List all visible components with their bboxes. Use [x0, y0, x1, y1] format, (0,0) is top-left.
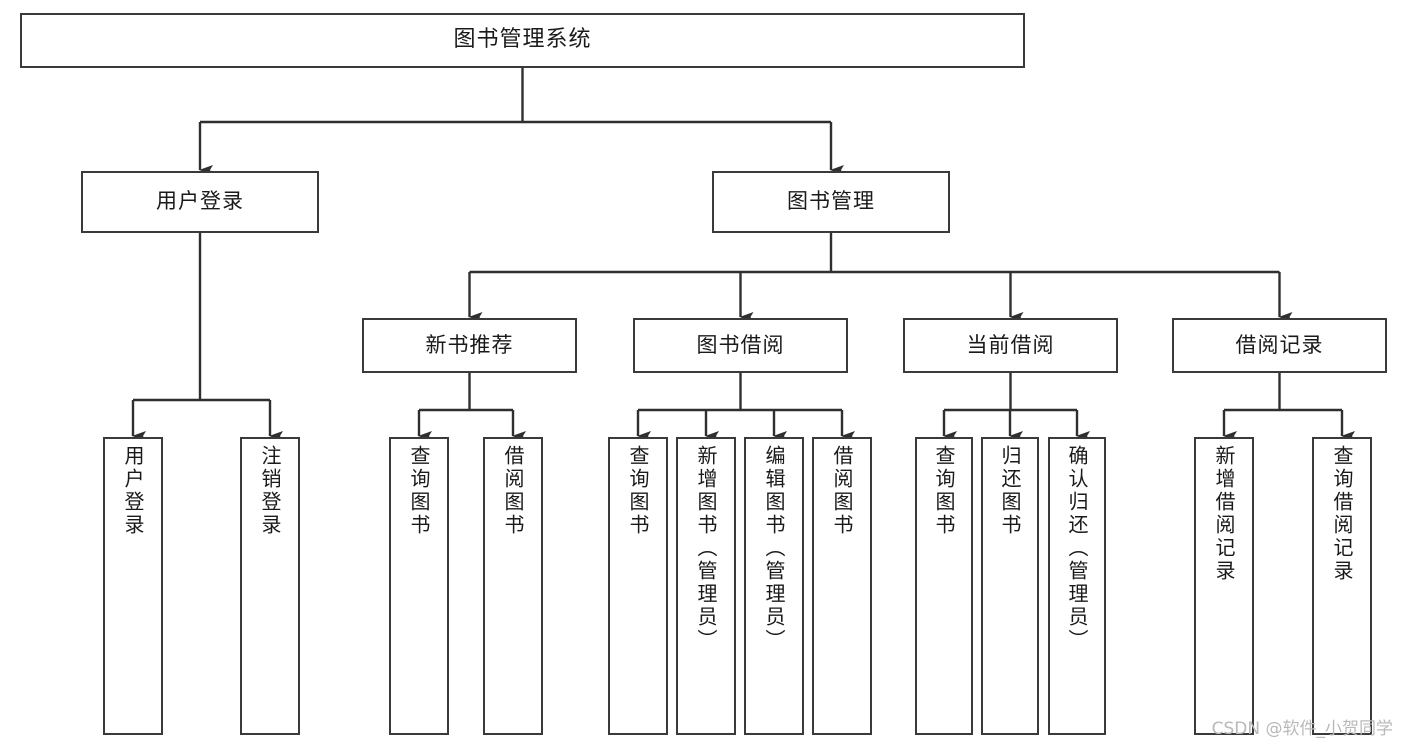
node-label: 新增借阅记录: [1212, 445, 1236, 583]
node-leaf-borrow-book[interactable]: 借阅图书: [812, 437, 872, 735]
node-leaf-edit-book-admin[interactable]: 编辑图书（管理员）: [744, 437, 804, 735]
node-leaf-borrow-book-new[interactable]: 借阅图书: [483, 437, 543, 735]
node-label: 借阅图书: [830, 445, 854, 537]
node-label: 查询图书: [626, 445, 650, 537]
node-borrow-record[interactable]: 借阅记录: [1172, 318, 1387, 373]
node-root[interactable]: 图书管理系统: [20, 13, 1025, 68]
node-label: 图书借阅: [696, 332, 785, 357]
node-book-management[interactable]: 图书管理: [712, 171, 950, 233]
node-leaf-add-book-admin[interactable]: 新增图书（管理员）: [676, 437, 736, 735]
node-leaf-user-login[interactable]: 用户登录: [103, 437, 163, 735]
node-label: 新书推荐: [425, 332, 514, 357]
node-label: 借阅图书: [501, 445, 525, 537]
node-label: 编辑图书（管理员）: [762, 445, 786, 652]
node-label: 图书管理: [787, 189, 875, 214]
node-label: 用户登录: [156, 189, 244, 214]
node-label: 当前借阅: [966, 332, 1055, 357]
node-leaf-query-book-current[interactable]: 查询图书: [915, 437, 973, 735]
node-label: 图书管理系统: [453, 27, 592, 53]
node-label: 借阅记录: [1235, 332, 1324, 357]
node-user-login[interactable]: 用户登录: [81, 171, 319, 233]
node-leaf-query-book-new[interactable]: 查询图书: [389, 437, 449, 735]
node-leaf-return-book[interactable]: 归还图书: [981, 437, 1039, 735]
node-label: 新增图书（管理员）: [694, 445, 718, 652]
node-leaf-logout-login[interactable]: 注销登录: [240, 437, 300, 735]
node-current-borrow[interactable]: 当前借阅: [903, 318, 1118, 373]
node-label: 查询图书: [932, 445, 956, 537]
node-new-book-recommend[interactable]: 新书推荐: [362, 318, 577, 373]
node-label: 注销登录: [258, 445, 282, 537]
node-label: 用户登录: [121, 445, 145, 537]
node-label: 查询借阅记录: [1330, 445, 1354, 583]
node-leaf-query-book-borrow[interactable]: 查询图书: [608, 437, 668, 735]
node-leaf-confirm-return-admin[interactable]: 确认归还（管理员）: [1048, 437, 1106, 735]
node-leaf-add-borrow-record[interactable]: 新增借阅记录: [1194, 437, 1254, 735]
csdn-watermark: CSDN @软件_小贺同学: [1211, 719, 1393, 739]
node-label: 归还图书: [998, 445, 1022, 537]
node-book-borrow[interactable]: 图书借阅: [633, 318, 848, 373]
node-label: 查询图书: [407, 445, 431, 537]
node-label: 确认归还（管理员）: [1065, 445, 1089, 652]
node-leaf-query-borrow-record[interactable]: 查询借阅记录: [1312, 437, 1372, 735]
